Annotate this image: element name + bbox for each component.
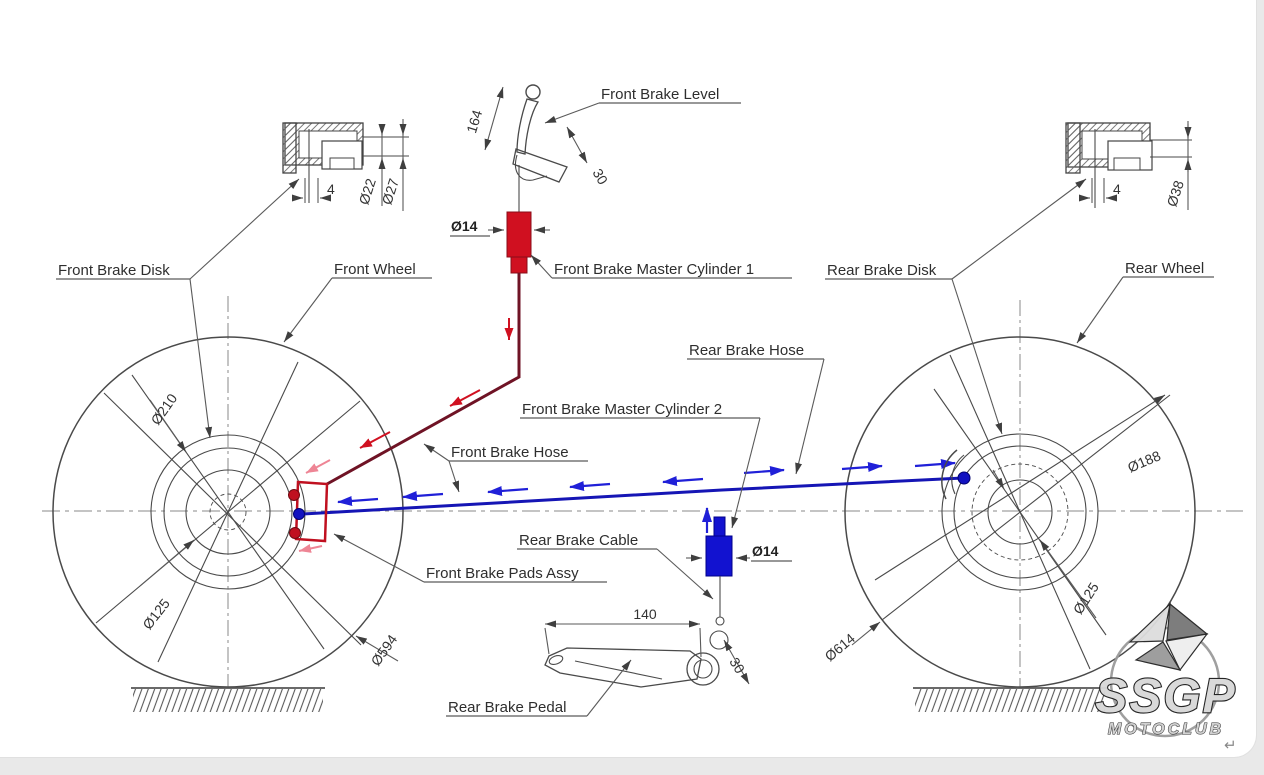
- front-caliper-detail: 4 Ø22 Ø27: [282, 119, 409, 211]
- label-front-brake-master-cylinder-2: Front Brake Master Cylinder 2: [520, 401, 761, 529]
- label-rear-brake-disk: Rear Brake Disk: [825, 178, 1087, 435]
- dim-rear-disk-diameter: Ø188: [1125, 447, 1163, 475]
- front-brake-level-text: Front Brake Level: [601, 86, 719, 103]
- front-brake-pads-assy-text: Front Brake Pads Assy: [426, 565, 579, 582]
- rear-brake-disk-text: Rear Brake Disk: [827, 262, 937, 279]
- front-master-cylinder-1: Ø14: [450, 211, 550, 274]
- rear-caliper-detail: 4 Ø38: [1065, 121, 1192, 210]
- front-brake-hose-text: Front Brake Hose: [451, 444, 569, 461]
- rear-wheel-text: Rear Wheel: [1125, 260, 1204, 277]
- dim-rear-caliper-bore: Ø38: [1164, 178, 1187, 208]
- front-master-cylinder-2: Ø14: [686, 516, 792, 626]
- label-front-brake-pads-assy: Front Brake Pads Assy: [333, 533, 607, 583]
- ground-rear: [913, 687, 1107, 712]
- dim-front-caliper-gap: 4: [327, 181, 335, 197]
- dim-pedal-width: 30: [726, 655, 748, 677]
- front-brake-master-cylinder-2-text: Front Brake Master Cylinder 2: [522, 401, 722, 418]
- dim-mc1-bore: Ø14: [451, 218, 478, 234]
- ground-front: [131, 687, 325, 712]
- label-rear-wheel: Rear Wheel: [1076, 260, 1214, 344]
- rear-wheel-drawing: [844, 300, 1196, 688]
- rear-brake-cable-text: Rear Brake Cable: [519, 532, 638, 549]
- label-front-brake-level: Front Brake Level: [544, 86, 741, 124]
- dim-front-caliper-bore-inner: Ø22: [356, 176, 379, 206]
- label-rear-brake-pedal: Rear Brake Pedal: [446, 659, 632, 717]
- diagram-card: [0, 0, 1256, 757]
- dim-front-disk-diameter: Ø210: [148, 390, 181, 427]
- watermark-subtitle-text: MOTOCLUB: [1108, 721, 1224, 738]
- dim-front-caliper-bore-outer: Ø27: [379, 176, 402, 206]
- front-brake-lever-assembly: 164 30: [463, 84, 612, 213]
- dim-mc2-bore: Ø14: [752, 543, 779, 559]
- label-front-brake-hose: Front Brake Hose: [423, 443, 588, 493]
- front-brake-master-cylinder-1-text: Front Brake Master Cylinder 1: [554, 261, 754, 278]
- dim-rear-wheel-diameter: Ø614: [822, 630, 859, 664]
- dim-lever-width: 30: [590, 166, 612, 188]
- dim-rear-caliper-gap: 4: [1113, 181, 1121, 197]
- dim-front-wheel-diameter: Ø594: [368, 631, 401, 668]
- rear-caliper-bracket: [941, 449, 971, 500]
- label-rear-brake-hose: Rear Brake Hose: [687, 342, 825, 475]
- label-rear-brake-cable: Rear Brake Cable: [517, 532, 714, 600]
- label-front-brake-disk: Front Brake Disk: [56, 178, 300, 439]
- label-front-wheel: Front Wheel: [283, 261, 432, 343]
- linked-brake-line-blue: [302, 459, 964, 533]
- dim-pedal-length: 140: [633, 606, 657, 622]
- dim-lever-length: 164: [463, 108, 485, 135]
- front-brake-disk-text: Front Brake Disk: [58, 262, 170, 279]
- watermark-logo: SSGP MOTOCLUB: [1094, 602, 1236, 739]
- return-mark: ↵: [1224, 737, 1237, 754]
- dim-front-hub-diameter: Ø125: [139, 595, 173, 632]
- front-brake-pads-assembly: [288, 480, 329, 543]
- front-wheel-text: Front Wheel: [334, 261, 416, 278]
- watermark-brand-text: SSGP: [1095, 670, 1236, 723]
- rear-brake-hose-text: Rear Brake Hose: [689, 342, 804, 359]
- front-wheel-drawing: [52, 296, 404, 688]
- front-brake-hose-red: [298, 273, 521, 553]
- rear-brake-pedal-text: Rear Brake Pedal: [448, 699, 566, 716]
- rear-brake-pedal-assembly: 140 30: [544, 606, 750, 688]
- pinwheel-emblem-icon: [1128, 602, 1209, 672]
- dim-rear-hub-diameter: Ø125: [1070, 579, 1102, 617]
- label-front-brake-master-cylinder-1: Front Brake Master Cylinder 1: [530, 254, 792, 279]
